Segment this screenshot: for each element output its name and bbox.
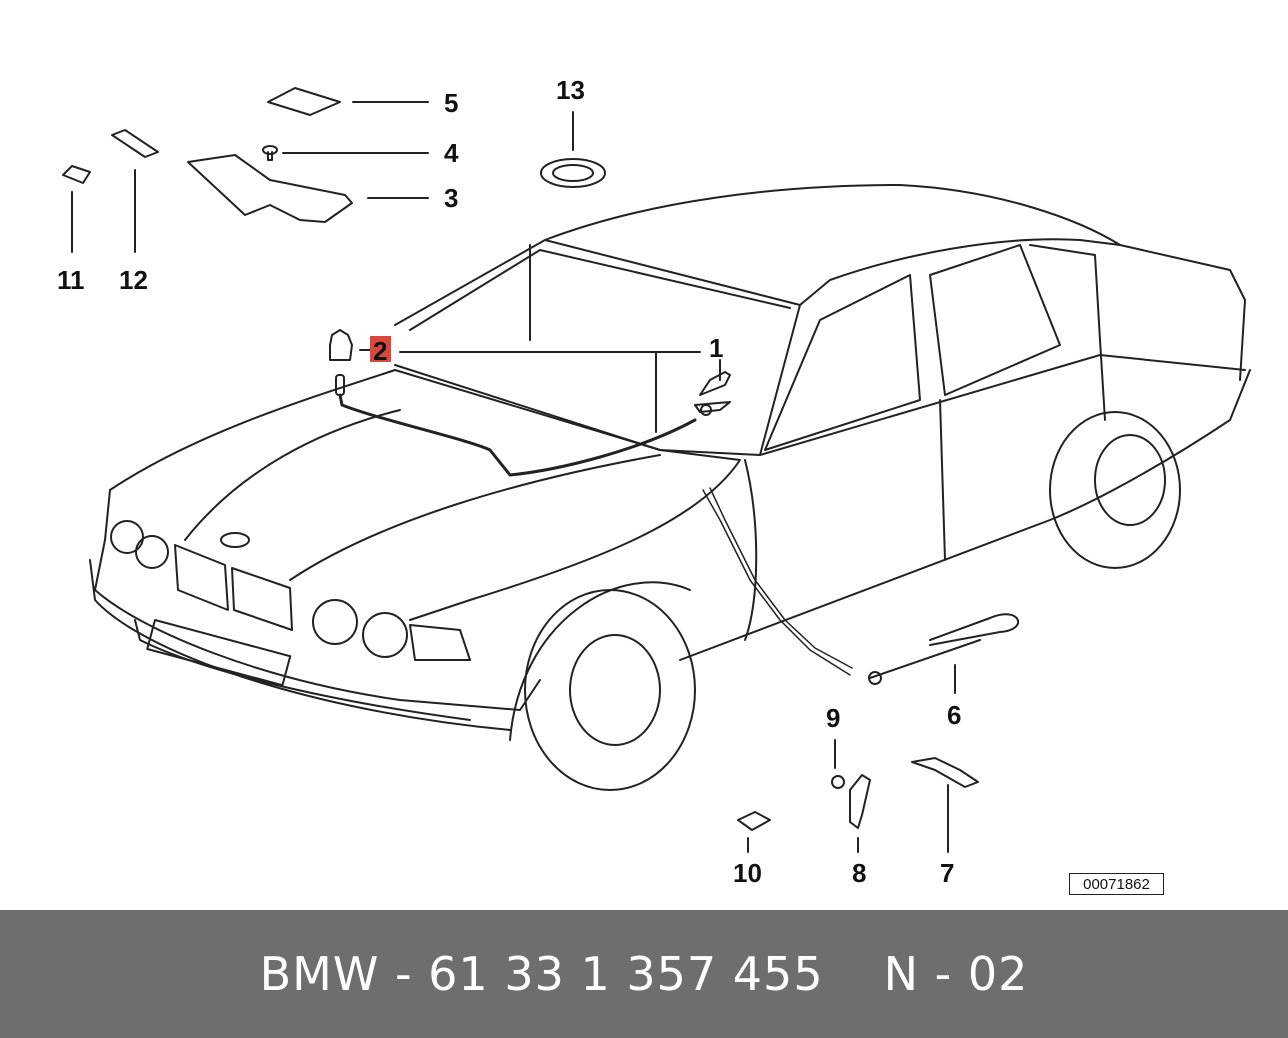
part-3-insulation	[187, 154, 353, 223]
callout-12: 12	[119, 265, 148, 295]
car-illustration	[89, 184, 1251, 791]
callout-10: 10	[733, 858, 762, 888]
part-5-label-plate	[267, 87, 341, 116]
leader-lines	[71, 101, 956, 853]
part-7-bracket	[911, 757, 979, 788]
part-11-clip	[62, 165, 91, 184]
footer-bar: BMW - 61 33 1 357 455 N - 02	[0, 910, 1288, 1038]
part-1-latch	[694, 371, 731, 416]
callout-6: 6	[947, 700, 961, 730]
part-number: BMW - 61 33 1 357 455	[259, 947, 824, 1001]
part-2-rubber-buffer	[329, 329, 353, 396]
highlight-marker	[370, 336, 391, 362]
callout-1: 1	[709, 333, 723, 363]
callout-9: 9	[826, 703, 840, 733]
part-8-cable-holder	[849, 774, 871, 829]
part-4-clip	[262, 145, 278, 161]
part-10-clip	[737, 811, 771, 831]
callout-4: 4	[444, 138, 459, 168]
position-code: N - 02	[883, 947, 1029, 1001]
parts-diagram: 1 2 3 4 5 6 7 8 9 10 11 12 13	[57, 75, 1251, 888]
callout-11: 11	[57, 265, 85, 295]
callout-3: 3	[444, 183, 458, 213]
part-13-grommet	[540, 158, 606, 188]
callout-2: 2	[373, 336, 387, 366]
callout-13: 13	[556, 75, 585, 105]
part-9-screw	[831, 775, 845, 789]
part-6-bowden-cable	[868, 613, 1020, 685]
part-12-plate	[111, 129, 159, 158]
callout-7: 7	[940, 858, 954, 888]
callout-8: 8	[852, 858, 866, 888]
diagram-code: 00071862	[1069, 873, 1164, 895]
release-cable	[338, 393, 697, 477]
callout-5: 5	[444, 88, 458, 118]
